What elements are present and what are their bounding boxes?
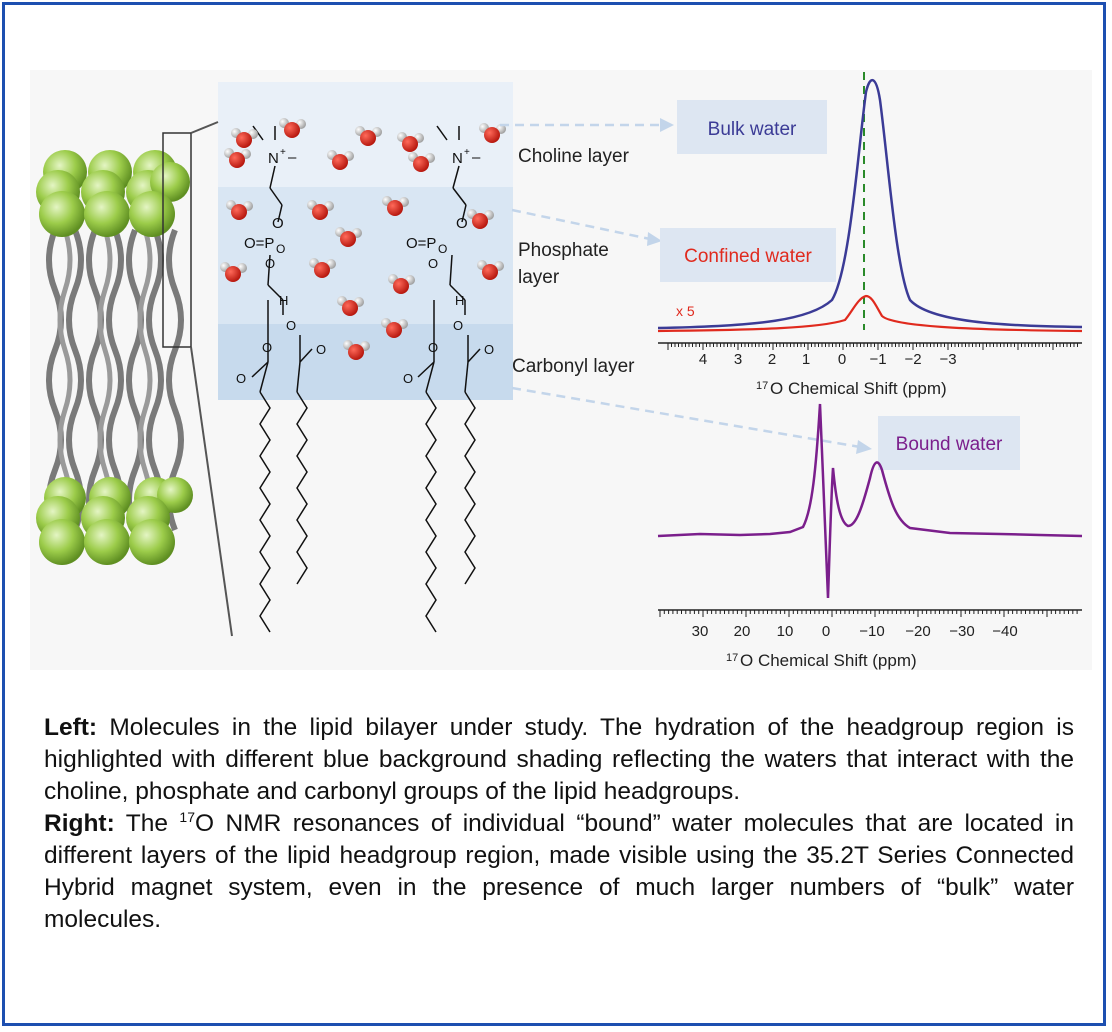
lipid-molecule-2: [417, 125, 481, 633]
bottom-axis-label: O Chemical Shift (ppm): [740, 651, 917, 670]
oxygen-label: O: [262, 340, 272, 355]
choline-layer-label: Choline layer: [518, 146, 630, 167]
bottom-tick-label: −30: [949, 623, 974, 640]
arrow-heads: [647, 118, 872, 454]
top-axis-label: O Chemical Shift (ppm): [770, 379, 947, 398]
caption-left-paragraph: Left: Molecules in the lipid bilayer und…: [44, 712, 1074, 808]
top-tick-label: 4: [699, 351, 707, 368]
lipid-1-labels: N + – O O=P O O H O O O O: [236, 147, 326, 386]
confined-water-trace: [657, 294, 1083, 333]
top-tick-label: 2: [768, 351, 776, 368]
caption-right-paragraph: Right: The 17O NMR resonances of individ…: [44, 808, 1074, 936]
lipid-bilayer: [36, 150, 193, 565]
scale-factor-label: x 5: [676, 303, 695, 319]
layer-labels: Choline layer Phosphate layer Carbonyl l…: [512, 146, 635, 377]
plus-label: +: [464, 147, 470, 158]
oxygen-label: O: [428, 256, 438, 271]
oxygen-label: O: [272, 215, 284, 232]
figure-background: [30, 70, 1092, 670]
oxygen-label: O: [456, 215, 468, 232]
oxygen-label: O: [403, 371, 413, 386]
caption-left-text: Molecules in the lipid bilayer under stu…: [44, 714, 1074, 805]
top-tick-label: 0: [838, 351, 846, 368]
dash-label: –: [288, 149, 297, 166]
top-headgroups: [36, 150, 190, 237]
bound-water-trace: [657, 403, 1083, 599]
bottom-axis-sup: 17: [726, 652, 738, 664]
caption-right-text-2: O NMR resonances of individual “bound” w…: [44, 810, 1074, 933]
bulk-water-trace: [657, 79, 1083, 330]
oxygen-label: O: [236, 371, 246, 386]
oxygen-label: O: [453, 318, 463, 333]
phosphate-layer-band: [218, 187, 513, 324]
oxygen-label: O: [316, 342, 326, 357]
top-tick-label: 1: [802, 351, 810, 368]
caption-right-text-1: The: [114, 810, 180, 837]
bound-water-box: [878, 416, 1020, 470]
bottom-headgroups: [36, 477, 193, 565]
bottom-tick-label: −40: [992, 623, 1017, 640]
nitrogen-label: N: [268, 150, 279, 167]
hydrogen-label: H: [279, 293, 288, 308]
top-tick-label: −3: [939, 351, 956, 368]
o-minus-label: O: [276, 242, 285, 256]
confined-water-box: [660, 228, 836, 282]
caption-right-label: Right:: [44, 810, 115, 837]
figure-caption: Left: Molecules in the lipid bilayer und…: [44, 712, 1074, 936]
dashed-arrows: [500, 123, 861, 449]
top-spectrum: x 5 4 3 2 1 0 −1 −2 −3 17 O Chemical Shi…: [657, 72, 1083, 398]
oxygen-label: O: [265, 256, 275, 271]
hydrogen-label: H: [455, 293, 464, 308]
bottom-tick-label: −20: [905, 623, 930, 640]
bulk-water-label: Bulk water: [708, 119, 797, 140]
bottom-tick-label: 30: [692, 623, 709, 640]
o-eq-p-label: O=P: [406, 235, 436, 252]
bound-water-label: Bound water: [896, 434, 1003, 455]
zoom-line-top: [190, 121, 219, 134]
lipid-2-labels: N + – O O=P O O H O O O O: [403, 147, 494, 386]
plus-label: +: [280, 147, 286, 158]
zoom-line-bottom: [190, 346, 233, 637]
o-minus-label: O: [438, 242, 447, 256]
phosphate-layer-label-2: layer: [518, 267, 560, 288]
phosphate-layer-label: Phosphate: [518, 240, 609, 261]
dash-label: –: [472, 149, 481, 166]
bottom-spectrum: 30 20 10 0 −10 −20 −30 −40 17 O Chemical…: [657, 403, 1083, 670]
top-axis-sup: 17: [756, 380, 768, 392]
bottom-tick-label: −10: [859, 623, 884, 640]
nitrogen-label: N: [452, 150, 463, 167]
bulk-water-box: [677, 100, 827, 154]
carbonyl-layer-label: Carbonyl layer: [512, 356, 635, 377]
top-tick-label: 3: [734, 351, 742, 368]
figure-illustration: N + – O O=P O O H O O O O N + – O O=P O …: [30, 70, 1092, 670]
top-tick-label: −1: [869, 351, 886, 368]
bottom-tick-label: 20: [734, 623, 751, 640]
top-tick-labels: 4 3 2 1 0 −1 −2 −3: [699, 351, 957, 368]
caption-left-label: Left:: [44, 714, 98, 741]
top-tick-label: −2: [904, 351, 921, 368]
caption-right-sup: 17: [179, 808, 195, 825]
lipid-molecule-1: [251, 125, 313, 633]
bottom-tick-label: 0: [822, 623, 830, 640]
oxygen-label: O: [428, 340, 438, 355]
zoom-box: [162, 132, 192, 348]
o-eq-p-label: O=P: [244, 235, 274, 252]
bottom-tick-label: 10: [777, 623, 794, 640]
confined-water-label: Confined water: [684, 246, 812, 267]
oxygen-label: O: [484, 342, 494, 357]
bottom-tick-labels: 30 20 10 0 −10 −20 −30 −40: [692, 623, 1018, 640]
oxygen-label: O: [286, 318, 296, 333]
